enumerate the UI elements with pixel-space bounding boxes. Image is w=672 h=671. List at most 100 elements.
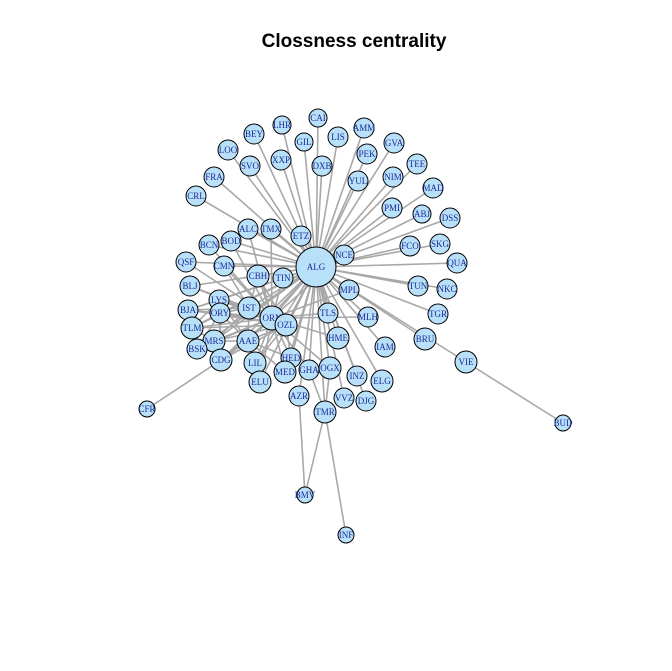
node-circle: [237, 296, 261, 320]
node-circle: [295, 246, 337, 288]
node-label: MLH: [358, 312, 379, 322]
node-circle: [270, 149, 292, 171]
node-gva: GVA: [383, 132, 405, 154]
node-circle: [337, 526, 355, 544]
node-circle: [217, 139, 239, 161]
edge-alg-gil: [303, 141, 317, 268]
node-bsk: BSK: [186, 338, 208, 360]
node-label: AZR: [290, 391, 308, 401]
node-label: LIL: [248, 358, 262, 368]
node-circle: [239, 155, 261, 177]
node-label: GHA: [299, 365, 319, 375]
node-circle: [422, 177, 444, 199]
node-tun: TUN: [407, 275, 429, 297]
node-circle: [294, 132, 314, 152]
node-circle: [338, 279, 360, 301]
node-circle: [272, 267, 294, 289]
node-circle: [203, 166, 225, 188]
node-label: MED: [275, 367, 296, 377]
node-circle: [436, 278, 458, 300]
node-circle: [246, 264, 270, 288]
node-bmv: BMV: [295, 486, 316, 504]
node-lhr: LHR: [272, 115, 292, 135]
node-inz: INZ: [346, 365, 368, 387]
node-circle: [179, 275, 201, 297]
node-qsf: QSF: [175, 251, 197, 273]
node-label: MPL: [340, 285, 359, 295]
node-bod: BOD: [220, 230, 242, 252]
node-label: OGX: [320, 363, 340, 373]
node-circle: [356, 143, 378, 165]
node-cmn: CMN: [213, 255, 235, 277]
node-label: OZL: [277, 320, 295, 330]
node-circle: [290, 225, 312, 247]
node-circle: [272, 115, 292, 135]
node-crl: CRL: [185, 185, 207, 207]
node-elg: ELG: [370, 369, 394, 393]
edge-orn-mpl: [271, 289, 350, 319]
node-bud: BUD: [553, 414, 573, 432]
node-circle: [413, 327, 437, 351]
node-circle: [273, 360, 297, 384]
node-label: AMM: [353, 123, 376, 133]
node-label: BCN: [200, 240, 219, 250]
node-hme: HME: [326, 326, 350, 350]
node-label: NCE: [335, 250, 354, 260]
node-label: ELU: [251, 377, 269, 387]
node-circle: [298, 359, 320, 381]
node-circle: [185, 185, 207, 207]
node-label: BUD: [553, 418, 573, 428]
node-circle: [308, 108, 328, 128]
node-nce: NCE: [333, 244, 355, 266]
edge-alg-lhr: [281, 124, 317, 268]
node-label: BRU: [416, 334, 435, 344]
node-label: IST: [242, 303, 256, 313]
node-circle: [554, 414, 572, 432]
node-circle: [288, 385, 310, 407]
node-label: BMV: [295, 490, 316, 500]
node-label: CFR: [138, 404, 155, 414]
node-amm: AMM: [353, 117, 376, 139]
node-label: LHR: [273, 120, 291, 130]
node-cbh: CBH: [246, 264, 270, 288]
node-circle: [274, 313, 298, 337]
node-circle: [357, 306, 379, 328]
node-label: NKC: [437, 284, 456, 294]
node-circle: [138, 400, 156, 418]
node-label: MRS: [204, 336, 223, 346]
node-circle: [333, 387, 355, 409]
node-circle: [353, 117, 375, 139]
node-dss: DSS: [439, 207, 461, 229]
node-label: ABJ: [414, 209, 431, 219]
node-circle: [236, 329, 260, 353]
node-cai: CAI: [308, 108, 328, 128]
edge-orn-tmx: [270, 228, 273, 319]
node-nkc: NKC: [436, 278, 458, 300]
node-circle: [370, 369, 394, 393]
node-label: DSS: [442, 213, 459, 223]
graph-title: Clossness centrality: [262, 31, 447, 52]
node-circle: [326, 326, 350, 350]
edge-alg-cai: [315, 117, 319, 268]
node-label: MAD: [422, 183, 444, 193]
node-circle: [198, 234, 220, 256]
node-label: ELG: [373, 376, 391, 386]
node-lis: LIS: [327, 126, 349, 148]
node-pek: PEK: [356, 143, 378, 165]
node-label: TGR: [429, 309, 447, 319]
node-nim: NIM: [382, 166, 404, 188]
node-tlm: TLM: [180, 316, 204, 340]
node-mpl: MPL: [338, 279, 360, 301]
node-circle: [260, 218, 282, 240]
node-tee: TEE: [406, 153, 428, 175]
node-label: VIE: [459, 357, 474, 367]
edge-alg-lis: [315, 136, 339, 268]
edge-alg-tmr: [315, 266, 326, 413]
node-circle: [429, 233, 451, 255]
node-tmx: TMX: [260, 218, 282, 240]
node-vie: VIE: [454, 350, 478, 374]
node-circle: [333, 244, 355, 266]
edge-alg-gva: [315, 142, 395, 268]
node-circle: [399, 235, 421, 257]
